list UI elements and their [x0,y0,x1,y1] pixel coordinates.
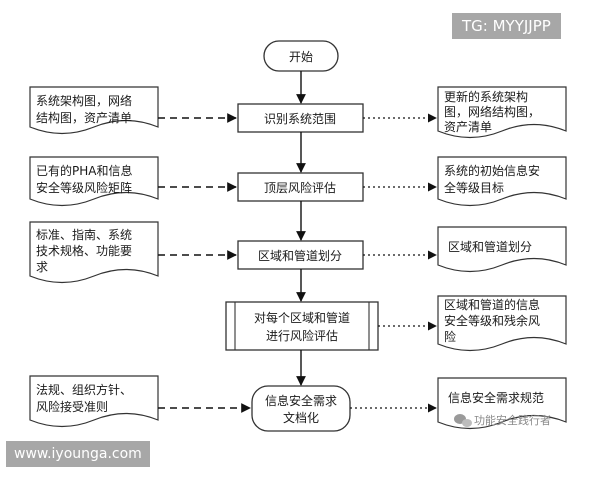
process-identify-scope: 识别系统范围 [237,103,364,133]
output-doc-security-spec: 信息安全需求规范 [437,377,567,430]
input-4-line-1: 法规、组织方针、 [36,382,132,397]
wechat-icon [454,414,472,427]
input-3-line-3: 求 [36,260,48,274]
output-doc-initial-security-level: 系统的初始信息安 全等级目标 [437,156,567,207]
process-2-line-1: 顶层风险评估 [264,180,336,195]
output-5-line-1: 信息安全需求规范 [448,390,544,405]
wechat-account-name: 功能安全践行者 [474,413,551,427]
input-1-line-1: 系统架构图，网络 [36,93,132,108]
output-doc-zone-conduit: 区域和管道划分 [437,226,567,273]
process-zone-risk-assessment: 对每个区域和管道 进行风险评估 [225,301,379,351]
process-top-level-risk: 顶层风险评估 [237,172,364,202]
start-terminal: 开始 [263,40,339,72]
input-doc-standards: 标准、指南、系统 技术规格、功能要 求 [29,221,159,284]
output-4-line-3: 险 [444,329,456,344]
output-2-line-2: 全等级目标 [444,180,504,195]
process-1-line-1: 识别系统范围 [264,112,336,126]
process-3-line-1: 区域和管道划分 [258,248,342,263]
output-1-line-2: 图，网络结构图， [444,104,540,119]
watermark-site: www.iyounga.com [6,441,150,467]
output-3-line-1: 区域和管道划分 [448,239,532,254]
input-3-line-1: 标准、指南、系统 [36,227,132,242]
process-4-line-1: 对每个区域和管道 [254,310,350,325]
process-4-line-2: 进行风险评估 [266,328,338,343]
output-1-line-1: 更新的系统架构 [444,89,528,104]
output-doc-residual-risk: 区域和管道的信息 安全等级和残余风 险 [437,295,567,352]
input-doc-architecture: 系统架构图，网络 结构图，资产清单 [29,86,159,135]
input-2-line-2: 安全等级风险矩阵 [36,180,132,195]
output-4-line-1: 区域和管道的信息 [444,297,540,312]
watermark-tg: TG: MYYJJPP [452,13,561,39]
start-label: 开始 [289,50,313,64]
input-doc-regulations: 法规、组织方针、 风险接受准则 [29,375,159,428]
output-2-line-1: 系统的初始信息安 [444,163,540,178]
process-security-requirements-doc: 信息安全需求 文档化 [251,385,351,432]
input-4-line-2: 风险接受准则 [36,399,108,414]
process-5-line-2: 文档化 [283,410,319,425]
output-doc-updated-architecture: 更新的系统架构 图，网络结构图， 资产清单 [437,86,567,139]
output-1-line-3: 资产清单 [444,120,492,134]
wechat-watermark: 功能安全践行者 [454,413,551,427]
process-zone-conduit-partition: 区域和管道划分 [237,240,364,270]
input-3-line-2: 技术规格、功能要 [36,243,132,258]
input-doc-pha-matrix: 已有的PHA和信息 安全等级风险矩阵 [29,156,159,207]
process-5-line-1: 信息安全需求 [265,393,337,408]
output-arrows [350,113,437,413]
input-1-line-2: 结构图，资产清单 [36,110,132,125]
output-4-line-2: 安全等级和残余风 [444,313,540,328]
input-2-line-1: 已有的PHA和信息 [36,163,132,178]
input-arrows [158,113,251,413]
